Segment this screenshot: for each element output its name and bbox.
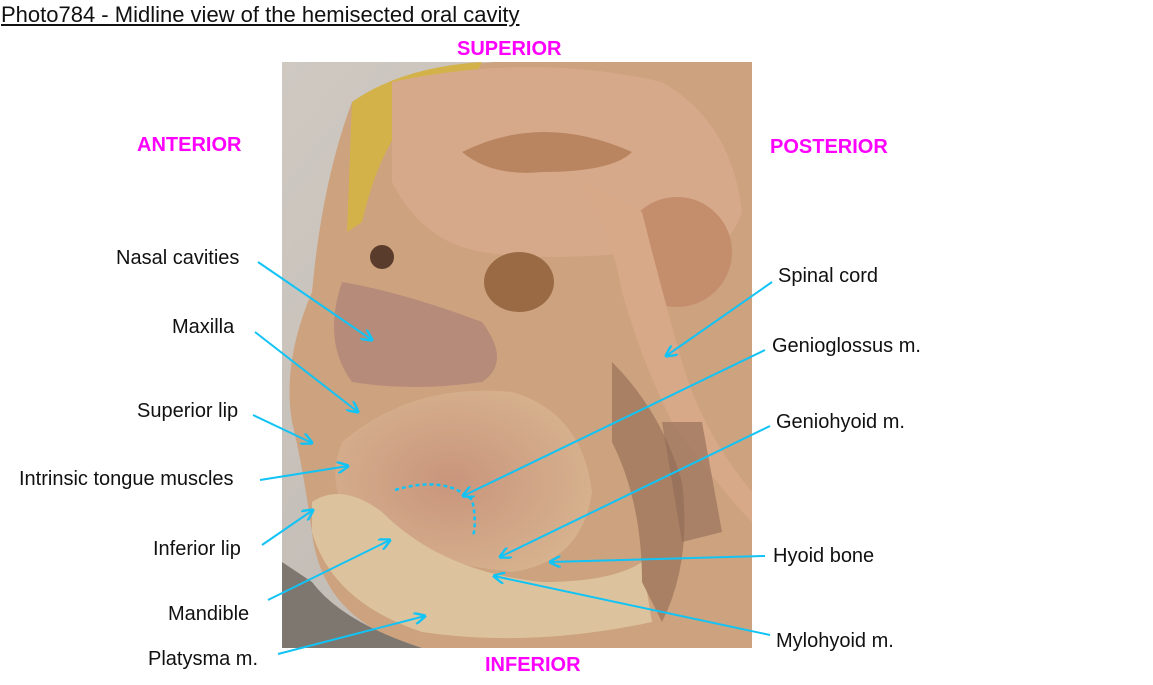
label-maxilla: Maxilla: [172, 316, 235, 338]
label-nasal-cavities: Nasal cavities: [116, 247, 240, 269]
label-geniohyoid: Geniohyoid m.: [776, 411, 905, 433]
dissection-photo: [282, 62, 752, 648]
label-genioglossus: Genioglossus m.: [772, 335, 921, 357]
orientation-posterior: POSTERIOR: [770, 136, 888, 158]
orientation-superior: SUPERIOR: [457, 38, 562, 60]
orientation-anterior: ANTERIOR: [137, 134, 242, 156]
label-platysma: Platysma m.: [148, 648, 259, 670]
label-spinal-cord: Spinal cord: [778, 265, 879, 287]
label-inferior-lip: Inferior lip: [153, 538, 241, 560]
label-intrinsic-tongue-muscles: Intrinsic tongue muscles: [19, 468, 234, 490]
label-superior-lip: Superior lip: [137, 400, 239, 422]
label-hyoid-bone: Hyoid bone: [773, 545, 875, 567]
label-mylohyoid: Mylohyoid m.: [776, 630, 894, 652]
orientation-inferior: INFERIOR: [485, 654, 581, 676]
label-mandible: Mandible: [168, 603, 250, 625]
figure-title: Photo784 - Midline view of the hemisecte…: [1, 2, 520, 27]
